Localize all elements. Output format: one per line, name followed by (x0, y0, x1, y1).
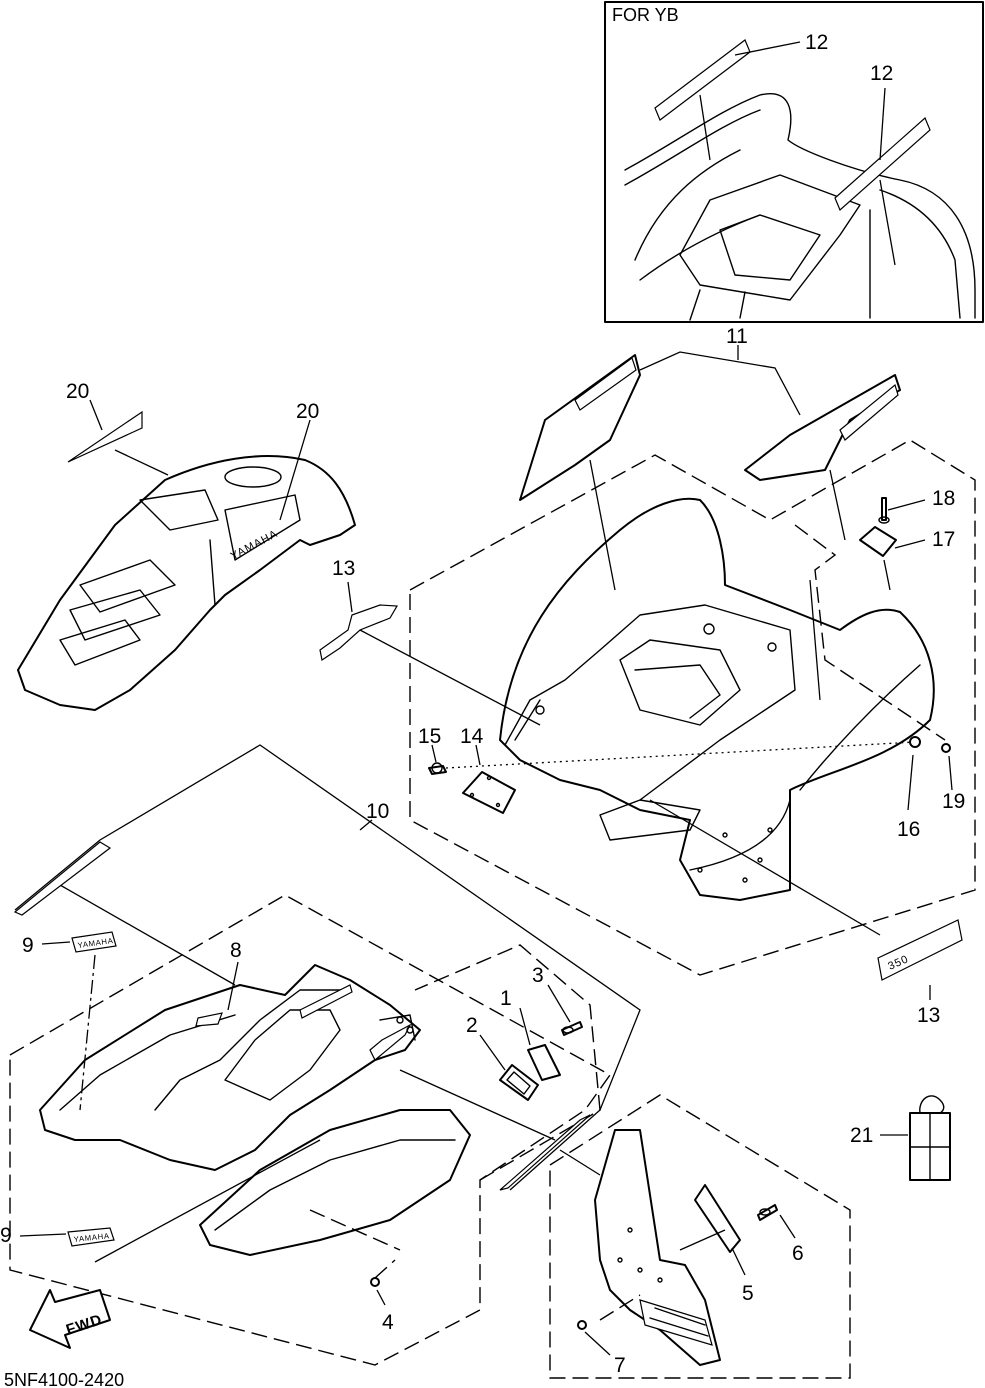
front-body-assembly: 10 8 YAMAHA 9 YAMAHA 9 (0, 744, 641, 1366)
plate-14 (462, 771, 516, 814)
callout-19: 19 (942, 790, 965, 813)
callout-12: 12 (805, 31, 828, 54)
bolt-18 (881, 497, 887, 521)
callout-9: 9 (0, 1224, 12, 1247)
inset-caption: FOR YB (612, 5, 679, 25)
rear-fender-group-boundary (409, 439, 976, 976)
callout-20: 20 (66, 380, 89, 403)
callout-21: 21 (850, 1124, 873, 1147)
inset-frame (604, 1, 984, 323)
callout-16: 16 (897, 818, 920, 841)
callout-2: 2 (466, 1014, 478, 1037)
badge-13 (877, 919, 963, 981)
plate-1 (527, 1044, 561, 1081)
callout-5: 5 (742, 1282, 754, 1305)
callout-17: 17 (932, 528, 955, 551)
decal-20 (67, 410, 143, 463)
decal-8 (195, 1012, 223, 1027)
plate-2 (499, 1064, 539, 1101)
forward-direction-arrow: FWD (29, 1289, 111, 1349)
front-fender (17, 455, 356, 711)
front-lower-fender (199, 1109, 471, 1256)
bolt-6 (757, 1204, 778, 1221)
inset-decal-12-right (834, 116, 931, 212)
nut-19 (941, 743, 951, 753)
nut-7 (577, 1320, 587, 1330)
callout-10: 10 (366, 800, 389, 823)
callout-7: 7 (614, 1354, 626, 1377)
rear-fender-assembly: 11 13 15 14 16 19 (319, 325, 976, 1027)
callout-20: 20 (296, 400, 319, 423)
inset-fender-outline (624, 93, 976, 319)
inset-for-yb: FOR YB 12 12 (604, 1, 984, 323)
mud-flap-group-boundary (549, 1094, 851, 1379)
nut-4 (370, 1277, 380, 1287)
rear-fender (499, 497, 935, 901)
callout-3: 3 (532, 964, 544, 987)
label-21-tag: 21 (850, 1095, 951, 1181)
callout-12: 12 (870, 62, 893, 85)
rear-storage-box (619, 639, 741, 726)
inset-storage-box (679, 174, 861, 301)
callout-11: 11 (726, 325, 748, 348)
mud-flap-assembly: 6 5 7 (549, 1094, 851, 1379)
side-cover-left (519, 354, 641, 501)
decal-9-lower (67, 1227, 115, 1247)
callout-1: 1 (500, 987, 512, 1010)
callout-14: 14 (460, 725, 484, 748)
mud-flap (594, 1129, 721, 1366)
callout-15: 15 (418, 725, 441, 748)
front-body-10-outline (14, 744, 641, 1191)
side-cover-right (744, 374, 901, 481)
decal-13-upper (319, 604, 399, 661)
callout-13: 13 (332, 557, 355, 580)
svg-text:YAMAHA: YAMAHA (73, 1231, 110, 1244)
plate-17 (859, 526, 897, 557)
drawing-code: 5NF4100-2420 (4, 1370, 124, 1388)
callout-6: 6 (792, 1242, 804, 1265)
plate-5 (694, 1184, 741, 1253)
front-fender-assembly: YAMAHA 20 20 (17, 380, 356, 711)
callout-18: 18 (932, 487, 955, 510)
callout-9: 9 (22, 934, 34, 957)
callout-8: 8 (230, 939, 242, 962)
fwd-arrow-icon (29, 1289, 111, 1349)
front-body-panel (39, 964, 421, 1171)
decal-9-upper (71, 931, 117, 953)
nut-16 (909, 736, 921, 748)
callout-4: 4 (382, 1311, 394, 1334)
callout-13: 13 (917, 1004, 940, 1027)
